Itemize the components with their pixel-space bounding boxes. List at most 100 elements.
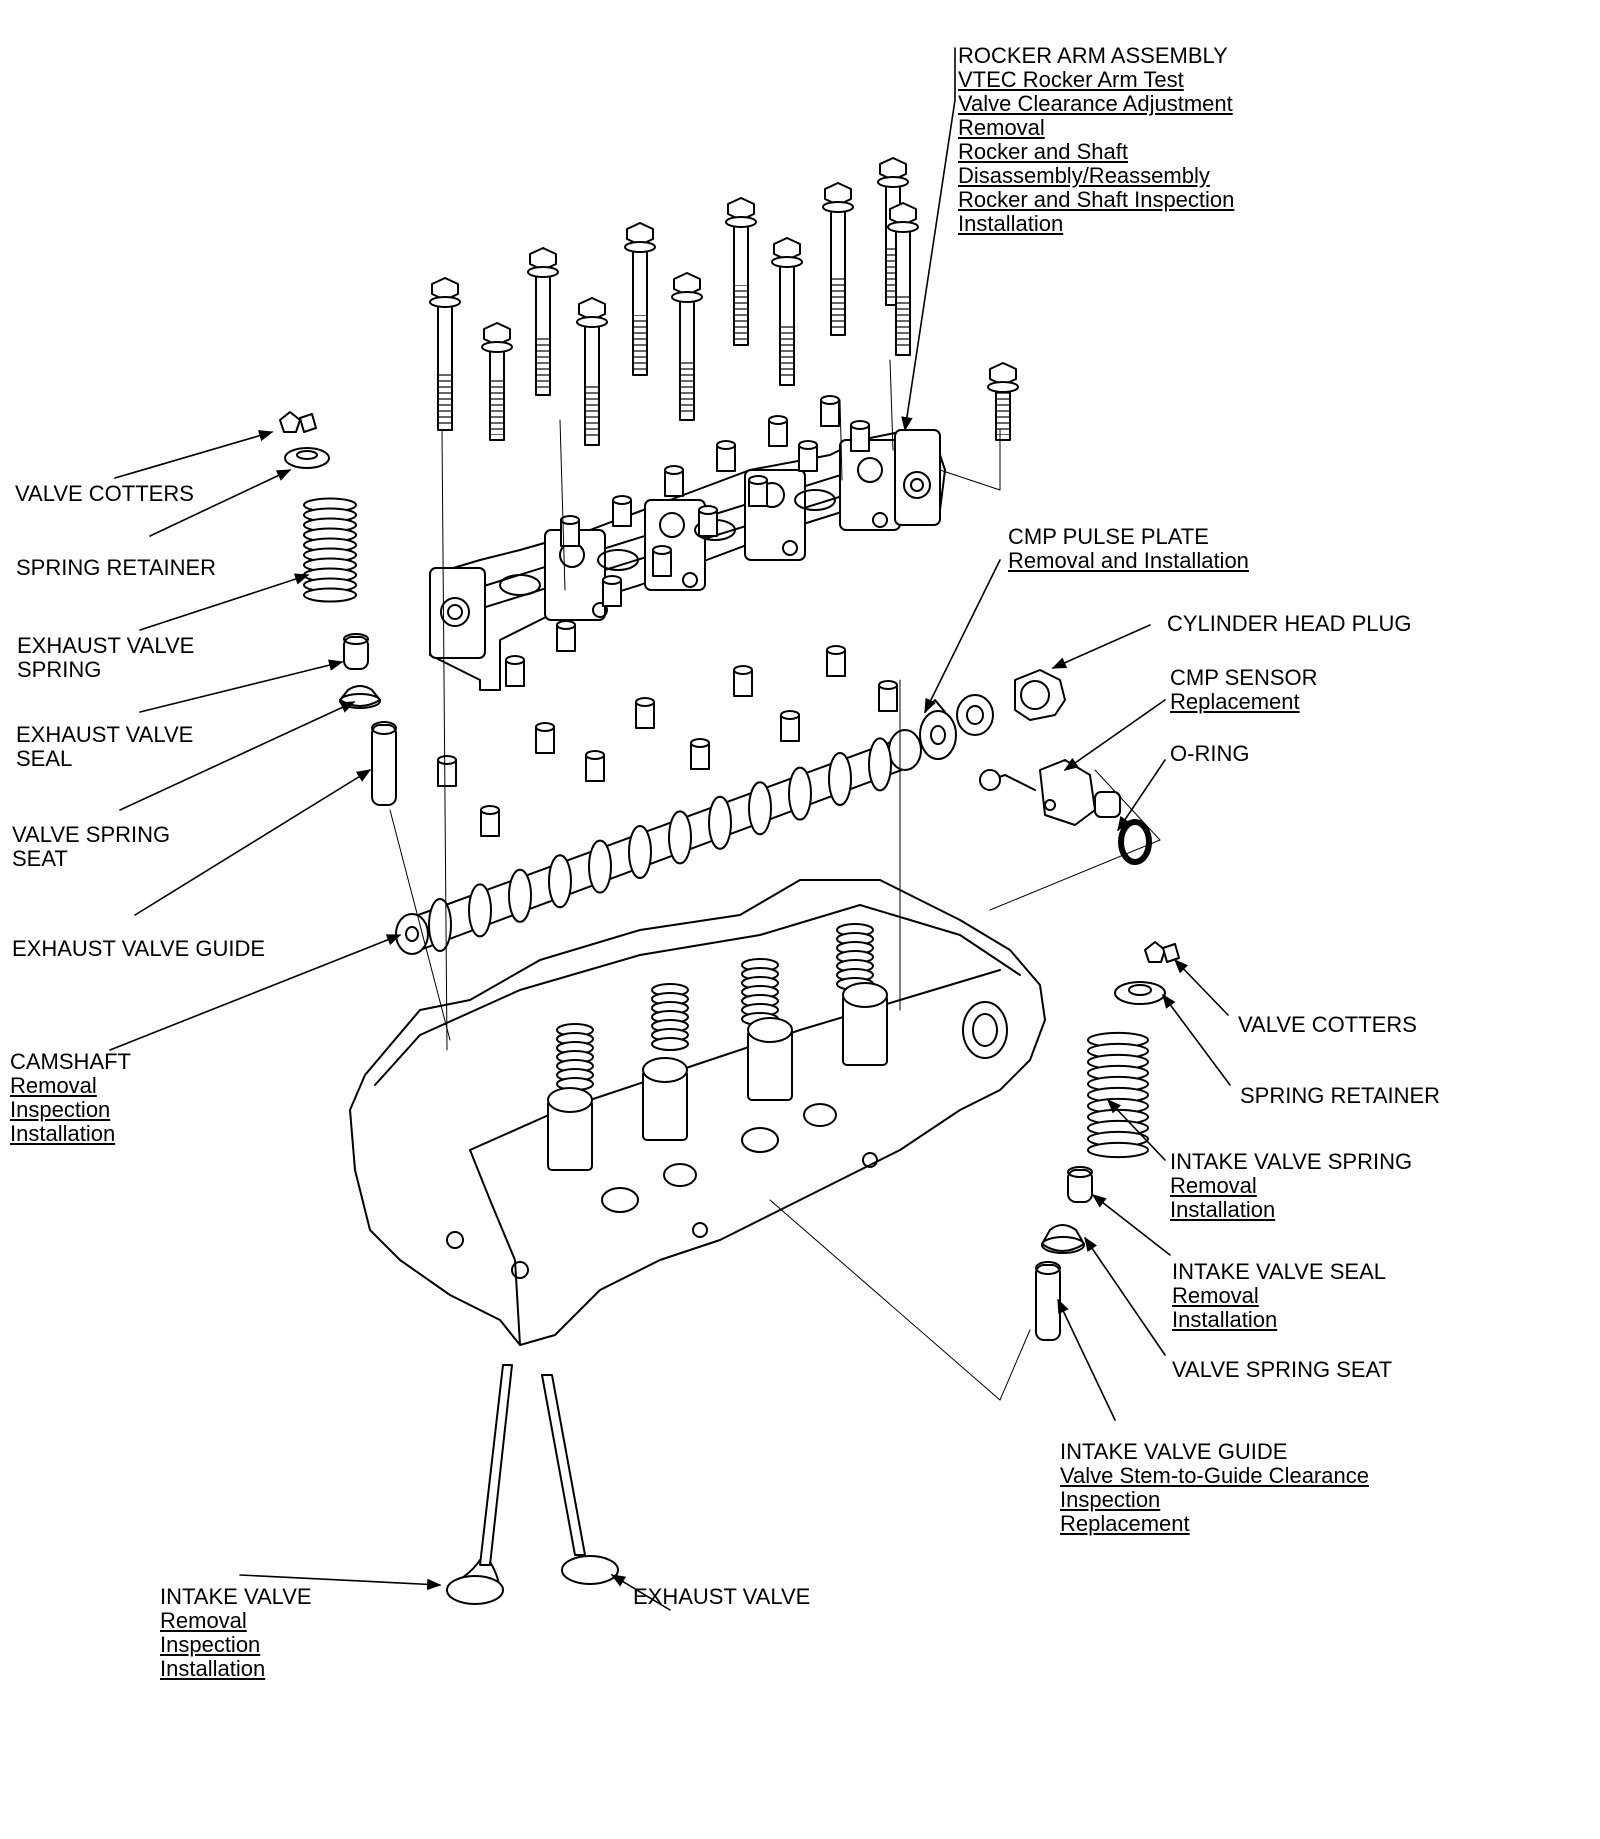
intake-valve-seal-callout: INTAKE VALVE SEAL Removal Installation: [1172, 1260, 1386, 1332]
o-ring: [1118, 819, 1152, 865]
exhaust-valve-title: EXHAUST VALVE: [633, 1584, 811, 1609]
cmp-sensor-replacement-link[interactable]: Replacement: [1170, 689, 1300, 714]
spring-retainer-intake-callout: SPRING RETAINER: [1240, 1084, 1440, 1108]
cam-lobe: [508, 868, 532, 923]
intake-valve-callout: INTAKE VALVE Removal Inspection Installa…: [160, 1585, 312, 1681]
cam-lobe: [668, 810, 692, 865]
intake-valve-seal-installation-link[interactable]: Installation: [1172, 1307, 1278, 1332]
exhaust-valve-seal-callout: EXHAUST VALVE SEAL: [16, 723, 193, 771]
exhaust-valve-seal: [343, 633, 369, 670]
spring-retainer-exhaust-title: SPRING RETAINER: [16, 555, 217, 580]
camshaft-installation-link[interactable]: Installation: [10, 1121, 116, 1146]
lifter: [690, 738, 710, 770]
lifter: [850, 420, 870, 452]
spark-plug-tube: [642, 1057, 688, 1141]
head-bolt-group: [429, 157, 1019, 446]
lifter: [535, 722, 555, 754]
lifter-group: [437, 395, 898, 837]
exhaust-valve-guide-callout: EXHAUST VALVE GUIDE: [12, 937, 265, 961]
intake-valve-inspection-link[interactable]: Inspection: [160, 1632, 261, 1657]
o-ring-callout: O-RING: [1170, 742, 1249, 766]
camshaft-callout: CAMSHAFT Removal Inspection Installation: [10, 1050, 131, 1146]
rocker-and-shaft-link[interactable]: Rocker and Shaft: [958, 139, 1128, 164]
cam-lobe: [588, 839, 612, 894]
lifter: [716, 440, 736, 472]
head-bolt: [771, 237, 803, 386]
lifter: [612, 495, 632, 527]
lifter: [798, 440, 818, 472]
intake-valve-title: INTAKE VALVE: [160, 1584, 312, 1609]
valve-cotters-intake-callout: VALVE COTTERS: [1238, 1013, 1417, 1037]
spring-retainer-exhaust-callout: SPRING RETAINER: [16, 556, 216, 580]
intake-valve-spring-callout: INTAKE VALVE SPRING Removal Installation: [1170, 1150, 1412, 1222]
rocker-shaft-inspection-link[interactable]: Rocker and Shaft Inspection: [958, 187, 1235, 212]
intake-valve-seal-title: INTAKE VALVE SEAL: [1172, 1259, 1386, 1284]
valve-stem-to-guide-clearance-link[interactable]: Valve Stem-to-Guide Clearance: [1060, 1463, 1369, 1488]
cmp-pulse-plate: [919, 699, 957, 760]
lifter: [635, 697, 655, 729]
lifter: [878, 680, 898, 712]
head-bolt: [887, 202, 919, 356]
intake-valve-spring-installation-link[interactable]: Installation: [1170, 1197, 1276, 1222]
lifter: [505, 655, 525, 687]
camshaft-removal-link[interactable]: Removal: [10, 1073, 97, 1098]
intake-valve-removal-link[interactable]: Removal: [160, 1608, 247, 1633]
intake-valve-cotters: [1144, 941, 1180, 963]
cam-lobe: [708, 795, 732, 850]
valve-spring-seat-intake-callout: VALVE SPRING SEAT: [1172, 1358, 1392, 1382]
intake-valve-spring-removal-link[interactable]: Removal: [1170, 1173, 1257, 1198]
installed-valve-spring: [836, 923, 874, 991]
disassembly-reassembly-link[interactable]: Disassembly/Reassembly: [958, 163, 1210, 188]
lifter: [560, 515, 580, 547]
cam-lobe: [788, 766, 812, 821]
head-bolt: [527, 247, 559, 396]
camshaft-inspection-link[interactable]: Inspection: [10, 1097, 111, 1122]
lifter: [585, 750, 605, 782]
lifter: [768, 415, 788, 447]
lifter: [733, 665, 753, 697]
intake-valve-spring: [1087, 1031, 1149, 1159]
head-bolt: [725, 197, 757, 346]
lifter: [602, 575, 622, 607]
valve-spring-seat-exhaust-title-2: SEAT: [12, 846, 68, 871]
cmp-pulse-plate-removal-link[interactable]: Removal and Installation: [1008, 548, 1249, 573]
spark-plug-tube: [842, 982, 888, 1066]
cam-lobe: [548, 854, 572, 909]
spring-retainer-intake-title: SPRING RETAINER: [1240, 1083, 1441, 1108]
lifter: [437, 755, 457, 787]
rocker-arm-assembly: [429, 429, 946, 691]
lifter: [748, 475, 768, 507]
intake-valve-installation-link[interactable]: Installation: [160, 1656, 266, 1681]
cmp-sensor-title: CMP SENSOR: [1170, 665, 1318, 690]
cylinder-head: [349, 879, 1046, 1346]
intake-valve-guide-inspection-link[interactable]: Inspection: [1060, 1487, 1161, 1512]
cam-lobe: [748, 781, 772, 836]
exhaust-valve-seal-title-2: SEAL: [16, 746, 73, 771]
spark-plug-tube: [547, 1087, 593, 1171]
exhaust-valve-cotters: [279, 411, 317, 433]
cmp-pulse-plate-title: CMP PULSE PLATE: [1008, 524, 1209, 549]
valve-cotters-intake-title: VALVE COTTERS: [1238, 1012, 1417, 1037]
lifter: [820, 395, 840, 427]
valve-clearance-adjustment-link[interactable]: Valve Clearance Adjustment: [958, 91, 1233, 116]
lifter: [698, 505, 718, 537]
spark-plug-tube: [747, 1017, 793, 1101]
alignment-lines: [389, 359, 1161, 1401]
rocker-installation-link[interactable]: Installation: [958, 211, 1064, 236]
exhaust-valve-spring: [303, 497, 357, 603]
rocker-removal-link[interactable]: Removal: [958, 115, 1045, 140]
vtec-rocker-arm-test-link[interactable]: VTEC Rocker Arm Test: [958, 67, 1184, 92]
lifter: [826, 645, 846, 677]
exhaust-valve-spring-seat: [339, 685, 381, 709]
exhaust-valve-spring-callout: EXHAUST VALVE SPRING: [17, 634, 194, 682]
intake-valve-guide-title: INTAKE VALVE GUIDE: [1060, 1439, 1288, 1464]
installed-valve-spring: [556, 1023, 594, 1091]
exhaust-valve-spring-title-1: EXHAUST VALVE: [17, 633, 195, 658]
intake-valve-guide-replacement-link[interactable]: Replacement: [1060, 1511, 1190, 1536]
intake-valve-seal-removal-link[interactable]: Removal: [1172, 1283, 1259, 1308]
head-bolt: [671, 272, 703, 421]
lifter: [480, 805, 500, 837]
lifter: [664, 465, 684, 497]
intake-valve-seal: [1067, 1166, 1093, 1203]
